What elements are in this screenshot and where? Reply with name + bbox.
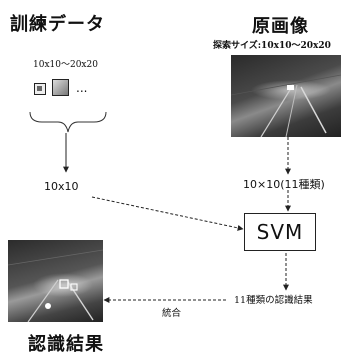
svm-classifier-box: SVM — [244, 213, 316, 251]
integration-label: 統合 — [162, 308, 182, 319]
training-brace — [29, 111, 107, 133]
feature-count-label: 10×10(11種類) — [243, 178, 325, 191]
recognition-result-image — [8, 240, 103, 322]
original-image-title: 原画像 — [252, 16, 309, 37]
recognition-result-title: 認識結果 — [28, 334, 104, 355]
normalized-size-label: 10x10 — [44, 180, 79, 193]
original-road-image — [231, 55, 341, 137]
samples-ellipsis: ... — [76, 81, 88, 95]
training-size-range: 10x10〜20x20 — [33, 60, 98, 70]
arrow-size-to-svm — [91, 196, 244, 231]
search-size-label: 探索サイズ:10x10〜20x20 — [213, 41, 331, 51]
training-data-title: 訓練データ — [10, 14, 105, 35]
sample-small-thumbnail — [34, 83, 46, 95]
svm-results-label: 11種類の認識結果 — [234, 295, 313, 306]
sample-large-thumbnail — [52, 79, 69, 96]
